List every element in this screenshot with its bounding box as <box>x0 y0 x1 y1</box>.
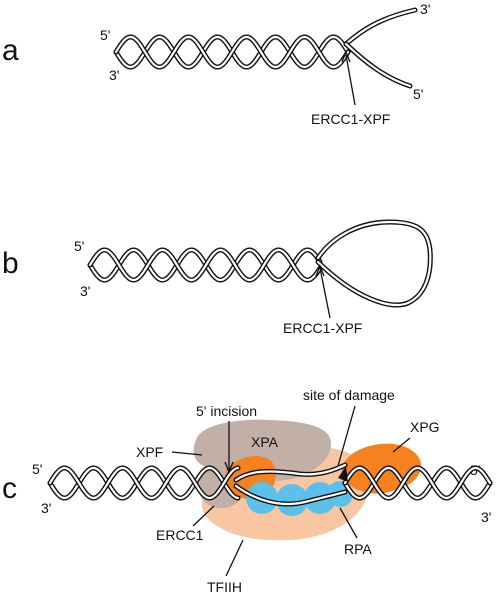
leader-damage <box>337 405 356 467</box>
panel-a-left-3prime: 3' <box>109 67 119 83</box>
leader-xpf <box>171 451 203 456</box>
damage-lesion <box>338 466 348 482</box>
panel-a-callout-leader <box>345 54 356 106</box>
label-damage: site of damage <box>303 387 395 403</box>
leader-rpa <box>339 507 358 539</box>
label-xpa: XPA <box>251 434 279 450</box>
label-rpa: RPA <box>344 541 372 557</box>
panel-a-left-5prime: 5' <box>100 27 110 43</box>
dna-strand-highlight <box>343 466 492 500</box>
panel-a-right-5prime: 5' <box>413 86 423 102</box>
panel-a-right-3prime: 3' <box>420 1 430 17</box>
panel-a-helix <box>113 34 351 70</box>
panel-a-letter: a <box>2 34 19 67</box>
panel-c-left-5prime: 5' <box>32 461 42 477</box>
label-tfiih: TFIIH <box>207 579 242 595</box>
leader-xpg <box>392 437 411 453</box>
panel-c-helix-right <box>342 465 493 501</box>
panel-b-letter: b <box>2 247 19 280</box>
panel-b-bubble <box>315 219 433 308</box>
panel-c-letter: c <box>2 472 17 505</box>
incision-arrowhead <box>224 461 234 474</box>
panel-c-left-3prime: 3' <box>41 500 51 516</box>
dna-strand-highlight <box>114 35 350 69</box>
panel-a-fork <box>343 7 418 89</box>
panel-b-callout-arrowhead <box>315 264 325 277</box>
leader-tfiih <box>225 539 244 577</box>
panel-c: c 5' 3' 5' 3' XPF XPA XPG <box>2 387 493 595</box>
panel-a: a 5' 3' 3' 5' ERCC1-XPF <box>2 1 430 127</box>
panel-a-callout-arrowhead <box>341 50 351 63</box>
dna-strand-highlight <box>88 248 322 282</box>
panel-b-left-5prime: 5' <box>74 238 84 254</box>
panel-b-callout-leader <box>319 267 331 319</box>
panel-c-right-3prime: 3' <box>481 509 491 525</box>
dna-strand-highlight <box>343 466 492 500</box>
panel-b-left-3prime: 3' <box>80 283 90 299</box>
dna-strand-highlight <box>48 466 240 500</box>
dna-strand-highlight <box>48 466 240 500</box>
label-xpg: XPG <box>410 419 440 435</box>
panel-b-callout: ERCC1-XPF <box>283 320 362 336</box>
leader-ercc1 <box>192 505 215 527</box>
label-ercc1: ERCC1 <box>156 527 204 543</box>
panel-c-bubble <box>233 462 348 507</box>
panel-c-helix-left <box>47 465 241 501</box>
label-incision: 5' incision <box>196 403 257 419</box>
panel-b-helix <box>87 247 323 283</box>
label-xpf: XPF <box>136 444 163 460</box>
rpa-subunit <box>276 484 308 516</box>
panel-a-callout: ERCC1-XPF <box>311 111 390 127</box>
panel-b: b 5' 3' ERCC1-XPF <box>2 219 433 336</box>
